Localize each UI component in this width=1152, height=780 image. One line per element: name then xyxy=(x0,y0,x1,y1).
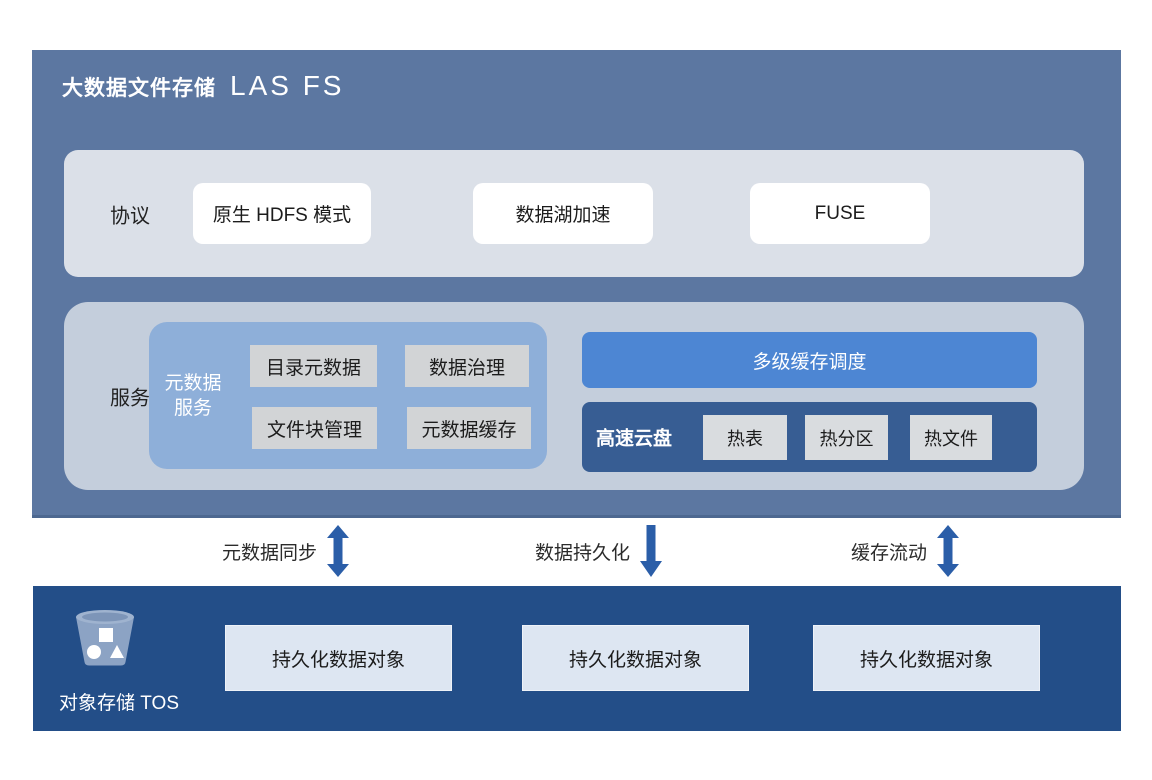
hot-file-box: 热文件 xyxy=(910,415,992,460)
product-name-zh: 大数据文件存储 xyxy=(62,77,216,100)
persistent-data-object-box: 持久化数据对象 xyxy=(813,625,1040,691)
protocol-item-datalake-accel: 数据湖加速 xyxy=(473,183,653,244)
metadata-service-label: 元数据服务 xyxy=(164,372,222,419)
metadata-item-metadata-cache: 元数据缓存 xyxy=(407,407,531,449)
flow-cache-flow-label: 缓存流动 xyxy=(851,542,928,564)
persistent-data-object-box: 持久化数据对象 xyxy=(522,625,749,691)
protocol-layer: 协议 原生 HDFS 模式 数据湖加速 FUSE xyxy=(64,150,1084,277)
flow-cache-flow: 缓存流动 xyxy=(851,520,960,582)
protocol-item-fuse: FUSE xyxy=(750,183,930,244)
double-arrow-icon xyxy=(937,525,960,577)
product-name-en: LAS FS xyxy=(230,70,345,101)
flow-metadata-sync-label: 元数据同步 xyxy=(222,542,318,564)
metadata-item-block-management: 文件块管理 xyxy=(252,407,377,449)
metadata-item-data-governance: 数据治理 xyxy=(405,345,529,387)
flow-data-persistence: 数据持久化 xyxy=(535,520,663,582)
page-title: 大数据文件存储 LAS FS xyxy=(62,70,344,102)
multilevel-cache-scheduler-bar: 多级缓存调度 xyxy=(582,332,1037,388)
services-layer: 服务 元数据服务 目录元数据 数据治理 文件块管理 元数据缓存 多级缓存调度 高… xyxy=(64,302,1084,490)
high-speed-disk-label: 高速云盘 xyxy=(596,428,673,450)
protocol-item-hdfs: 原生 HDFS 模式 xyxy=(193,183,371,244)
metadata-service-panel: 元数据服务 目录元数据 数据治理 文件块管理 元数据缓存 xyxy=(149,322,547,469)
flow-data-persistence-label: 数据持久化 xyxy=(535,542,631,564)
object-storage-block: 对象存储 TOS 持久化数据对象 持久化数据对象 持久化数据对象 xyxy=(33,586,1121,731)
hot-partition-box: 热分区 xyxy=(805,415,888,460)
protocol-label: 协议 xyxy=(110,205,150,227)
flow-metadata-sync: 元数据同步 xyxy=(222,520,350,582)
metadata-item-directory-metadata: 目录元数据 xyxy=(250,345,377,387)
bucket-icon xyxy=(76,610,134,666)
lasfs-block: 大数据文件存储 LAS FS 协议 原生 HDFS 模式 数据湖加速 FUSE … xyxy=(32,50,1121,518)
high-speed-disk-bar: 高速云盘 热表 热分区 热文件 xyxy=(582,402,1037,472)
double-arrow-icon xyxy=(327,525,350,577)
hot-table-box: 热表 xyxy=(703,415,787,460)
down-arrow-icon xyxy=(640,525,663,577)
persistent-data-object-box: 持久化数据对象 xyxy=(225,625,452,691)
services-label: 服务 xyxy=(110,387,150,410)
object-storage-label: 对象存储 TOS xyxy=(59,693,179,714)
